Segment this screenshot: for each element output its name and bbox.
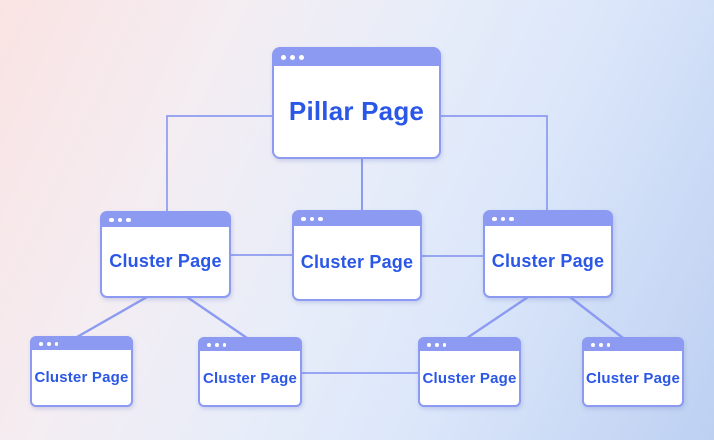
cluster-page-node-mid-3: Cluster Page <box>483 210 613 298</box>
cluster-page-node-bottom-2: Cluster Page <box>198 337 302 407</box>
window-dot-icon <box>606 343 611 347</box>
window-dot-icon <box>54 342 59 346</box>
window-titlebar <box>32 338 131 350</box>
window-titlebar <box>294 212 420 226</box>
window-dot-icon <box>117 217 122 223</box>
window-dot-icon <box>39 342 43 346</box>
window-dot-icon <box>509 216 514 222</box>
window-dot-icon <box>46 342 51 346</box>
window-dot-icon <box>442 343 447 347</box>
window-dot-icon <box>222 343 227 347</box>
cluster-page-node-bottom-1: Cluster Page <box>30 336 133 407</box>
cluster-page-label: Cluster Page <box>300 252 414 272</box>
cluster-page-node-mid-2: Cluster Page <box>292 210 422 301</box>
cluster-page-label: Cluster Page <box>109 251 222 271</box>
window-dot-icon <box>301 216 306 222</box>
window-dot-icon <box>309 216 314 222</box>
window-dot-icon <box>299 55 304 60</box>
window-dot-icon <box>318 216 323 222</box>
window-titlebar <box>200 339 300 351</box>
window-dot-icon <box>500 216 505 222</box>
window-titlebar <box>584 339 682 351</box>
window-dot-icon <box>598 343 603 347</box>
pillar-page-label: Pillar Page <box>288 96 425 126</box>
window-dot-icon <box>207 343 211 347</box>
cluster-page-node-bottom-4: Cluster Page <box>582 337 684 407</box>
cluster-page-node-bottom-3: Cluster Page <box>418 337 521 407</box>
cluster-page-label: Cluster Page <box>202 369 298 387</box>
window-titlebar <box>102 213 229 227</box>
window-titlebar <box>274 49 439 66</box>
cluster-page-label: Cluster Page <box>491 250 605 271</box>
window-titlebar <box>485 212 611 226</box>
window-dot-icon <box>427 343 431 347</box>
window-dot-icon <box>126 217 131 223</box>
cluster-page-node-mid-1: Cluster Page <box>100 211 231 298</box>
window-dot-icon <box>591 343 595 347</box>
window-dot-icon <box>290 55 295 60</box>
pillar-page-node: Pillar Page <box>272 47 441 159</box>
window-dot-icon <box>492 216 497 222</box>
window-dot-icon <box>109 217 114 223</box>
window-dot-icon <box>281 55 286 60</box>
window-titlebar <box>420 339 519 351</box>
cluster-page-label: Cluster Page <box>34 369 129 386</box>
window-dot-icon <box>434 343 439 347</box>
cluster-page-label: Cluster Page <box>585 369 681 387</box>
window-dot-icon <box>214 343 219 347</box>
cluster-page-label: Cluster Page <box>422 369 517 387</box>
